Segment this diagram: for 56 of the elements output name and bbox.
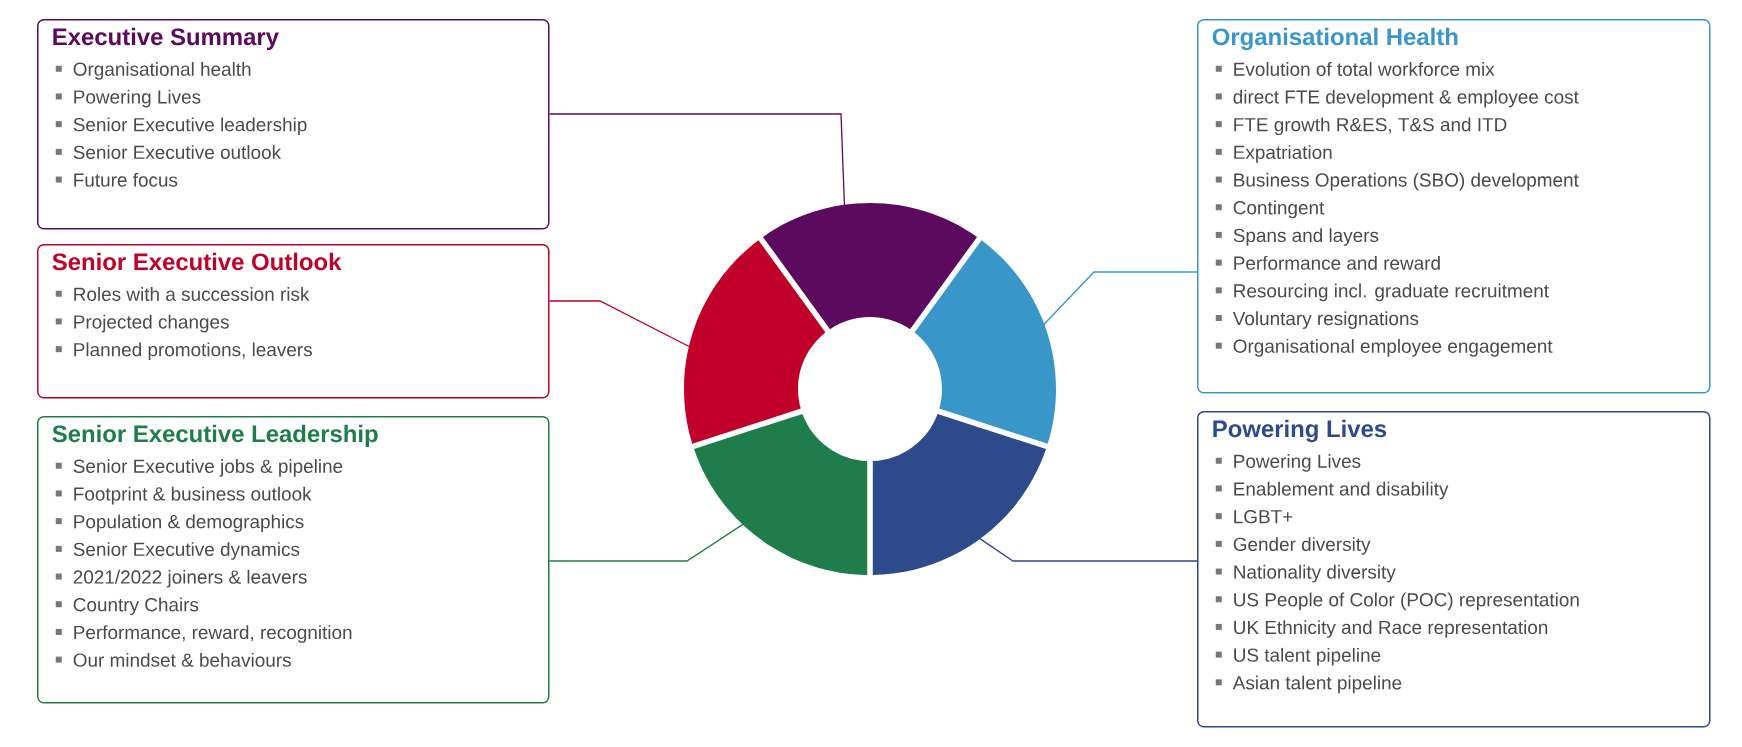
bullet-item: Evolution of total workforce mix <box>1215 62 1495 76</box>
bullet-item: Powering Lives <box>55 89 201 108</box>
bullet-item: Population & demographics <box>55 514 304 533</box>
bullet-item: Voluntary resignations <box>1215 311 1419 329</box>
topic-box <box>37 19 550 230</box>
topic-box <box>37 244 550 399</box>
bullet-item: Nationality diversity <box>1215 564 1396 583</box>
bullet-item: UK Ethnicity and Race representation <box>1215 620 1548 638</box>
topic-box <box>1197 19 1711 394</box>
bullet-item: Future focus <box>55 172 178 187</box>
bullet-item: Our mindset & behaviours <box>55 652 291 667</box>
bullet-item: Projected changes <box>55 314 229 333</box>
topic-box <box>37 416 550 704</box>
leader-line <box>548 113 846 208</box>
bullet-item: Expatriation <box>1215 145 1332 163</box>
box-heading: Powering Lives <box>1213 419 1387 443</box>
bullet-item: Contingent <box>1215 200 1325 219</box>
bullet-item: Planned promotions, leavers <box>55 342 312 361</box>
leader-line <box>548 300 692 348</box>
bullet-item: Footprint & business outlook <box>55 486 312 505</box>
bullet-item: Roles with a succession risk <box>55 287 310 301</box>
bullet-item: FTE growth R&ES, T&S and ITD <box>1215 117 1507 136</box>
donut-segment <box>914 240 1056 444</box>
donut-segment <box>762 203 978 330</box>
topic-box <box>1197 411 1711 728</box>
bullet-item: Performance, reward, recognition <box>55 625 352 643</box>
bullet-item: Asian talent pipeline <box>1215 675 1402 694</box>
bullet-item: Performance and reward <box>1215 255 1440 270</box>
bullet-item: Senior Executive dynamics <box>55 542 300 560</box>
bullet-item: Business Operations (SBO) development <box>1215 172 1579 191</box>
bullet-item: Enablement and disability <box>1215 481 1449 500</box>
donut-segment <box>684 240 826 444</box>
bullet-item: Country Chairs <box>55 597 199 616</box>
leader-line <box>1042 271 1198 326</box>
bullet-item: Senior Executive jobs & pipeline <box>55 459 343 477</box>
leader-line <box>978 537 1198 562</box>
box-heading: Senior Executive Leadership <box>52 424 378 448</box>
bullet-item: LGBT+ <box>1215 509 1293 524</box>
donut-segment <box>694 413 868 575</box>
bullet-item: direct FTE development & employee cost <box>1215 89 1579 108</box>
bullet-item: Organisational employee engagement <box>1215 339 1553 357</box>
bullet-item: Senior Executive outlook <box>55 145 282 160</box>
bullet-item: Organisational health <box>55 62 251 80</box>
box-heading: Executive Summary <box>53 27 279 51</box>
bullet-item: Senior Executive leadership <box>55 117 307 136</box>
bullet-item: Spans and layers <box>1215 228 1379 246</box>
bullet-item: 2021/2022 joiners & leavers <box>55 569 307 588</box>
bullet-item: US talent pipeline <box>1215 647 1381 666</box>
donut-segment <box>872 413 1046 575</box>
box-heading: Organisational Health <box>1212 27 1458 51</box>
bullet-item: Gender diversity <box>1215 537 1371 555</box>
bullet-item: Resourcing incl. graduate recruitment <box>1215 283 1549 302</box>
bullet-item: US People of Color (POC) representation <box>1215 592 1579 611</box>
bullet-item: Powering Lives <box>1215 454 1361 472</box>
leader-line <box>548 522 745 562</box>
box-heading: Senior Executive Outlook <box>52 252 342 271</box>
